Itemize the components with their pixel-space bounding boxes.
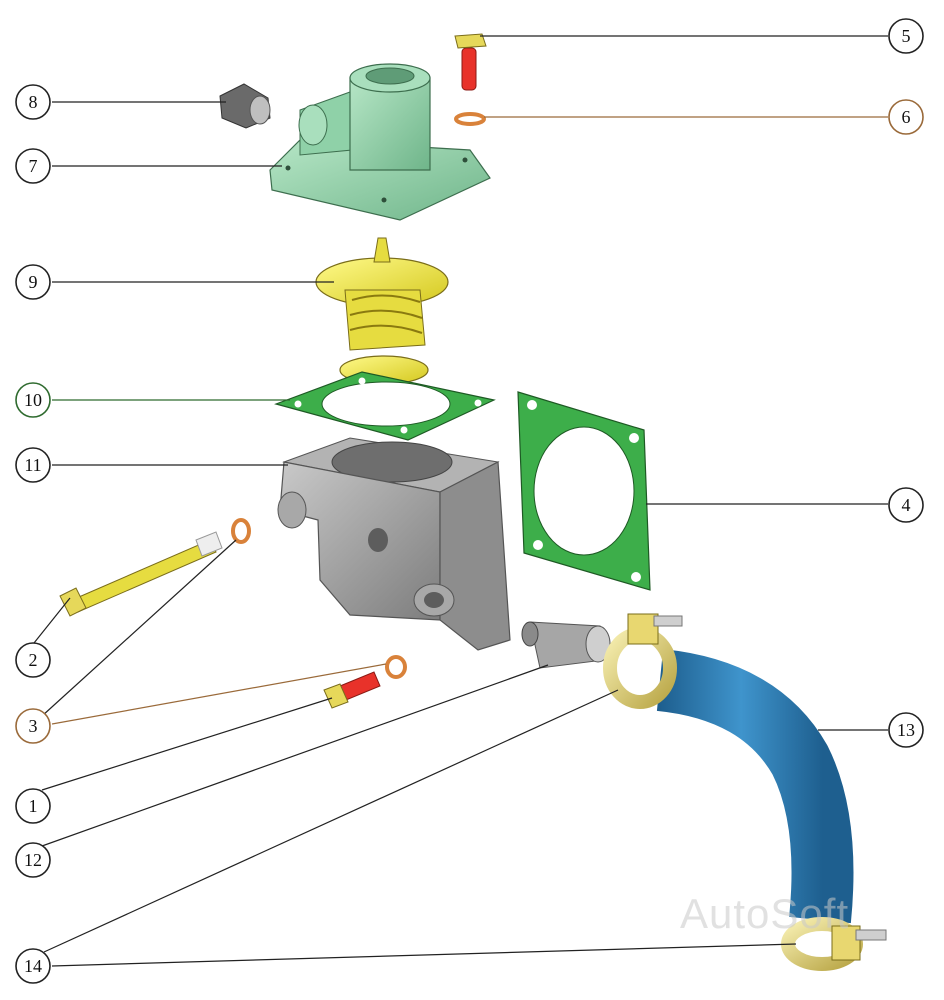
- callout-1-label: 1: [29, 796, 38, 816]
- callout-9: 9: [15, 264, 51, 300]
- watermark-text: AutoSoft: [680, 890, 850, 937]
- callout-9-label: 9: [29, 272, 38, 292]
- callout-8: 8: [15, 84, 51, 120]
- callout-7-label: 7: [29, 156, 38, 176]
- callout-6: 6: [888, 99, 924, 135]
- part-4-gasket: [517, 391, 651, 591]
- part-9-thermostat: [315, 237, 449, 385]
- callout-4-label: 4: [902, 495, 911, 515]
- callout-3: 3: [15, 708, 51, 744]
- callout-10-label: 10: [24, 390, 42, 410]
- part-7-thermostat-cover: [269, 63, 491, 221]
- callout-8-label: 8: [29, 92, 38, 112]
- part-6-washer: [454, 112, 486, 126]
- leader-lines: [33, 35, 888, 967]
- callout-1: 1: [15, 788, 51, 824]
- part-8-plug: [219, 83, 271, 129]
- callout-3-label: 3: [29, 716, 38, 736]
- callout-13: 13: [888, 712, 924, 748]
- callout-13-label: 13: [897, 720, 915, 740]
- callout-6-label: 6: [902, 107, 911, 127]
- callout-10: 10: [15, 382, 51, 418]
- callout-11-label: 11: [24, 455, 41, 475]
- callout-14-label: 14: [24, 956, 42, 976]
- callout-12: 12: [15, 842, 51, 878]
- callout-2-label: 2: [29, 650, 38, 670]
- part-5-bolt: [454, 33, 487, 91]
- callout-5-label: 5: [902, 26, 911, 46]
- part-3-washer-a: [231, 518, 251, 544]
- callout-2: 2: [15, 642, 51, 678]
- callout-14: 14: [15, 948, 51, 984]
- callout-7: 7: [15, 148, 51, 184]
- callout-11: 11: [15, 447, 51, 483]
- callout-5: 5: [888, 18, 924, 54]
- part-1-bolt: [323, 671, 381, 709]
- part-12-fitting: [521, 621, 611, 669]
- part-3-washer-b: [385, 655, 407, 679]
- part-14-clamp-upper: [603, 613, 683, 709]
- part-2-long-bolt: [59, 531, 223, 617]
- callout-4: 4: [888, 487, 924, 523]
- part-10-gasket: [274, 371, 496, 441]
- part-13-hose: [656, 649, 854, 924]
- callout-12-label: 12: [24, 850, 42, 870]
- part-11-housing-body: [277, 437, 511, 651]
